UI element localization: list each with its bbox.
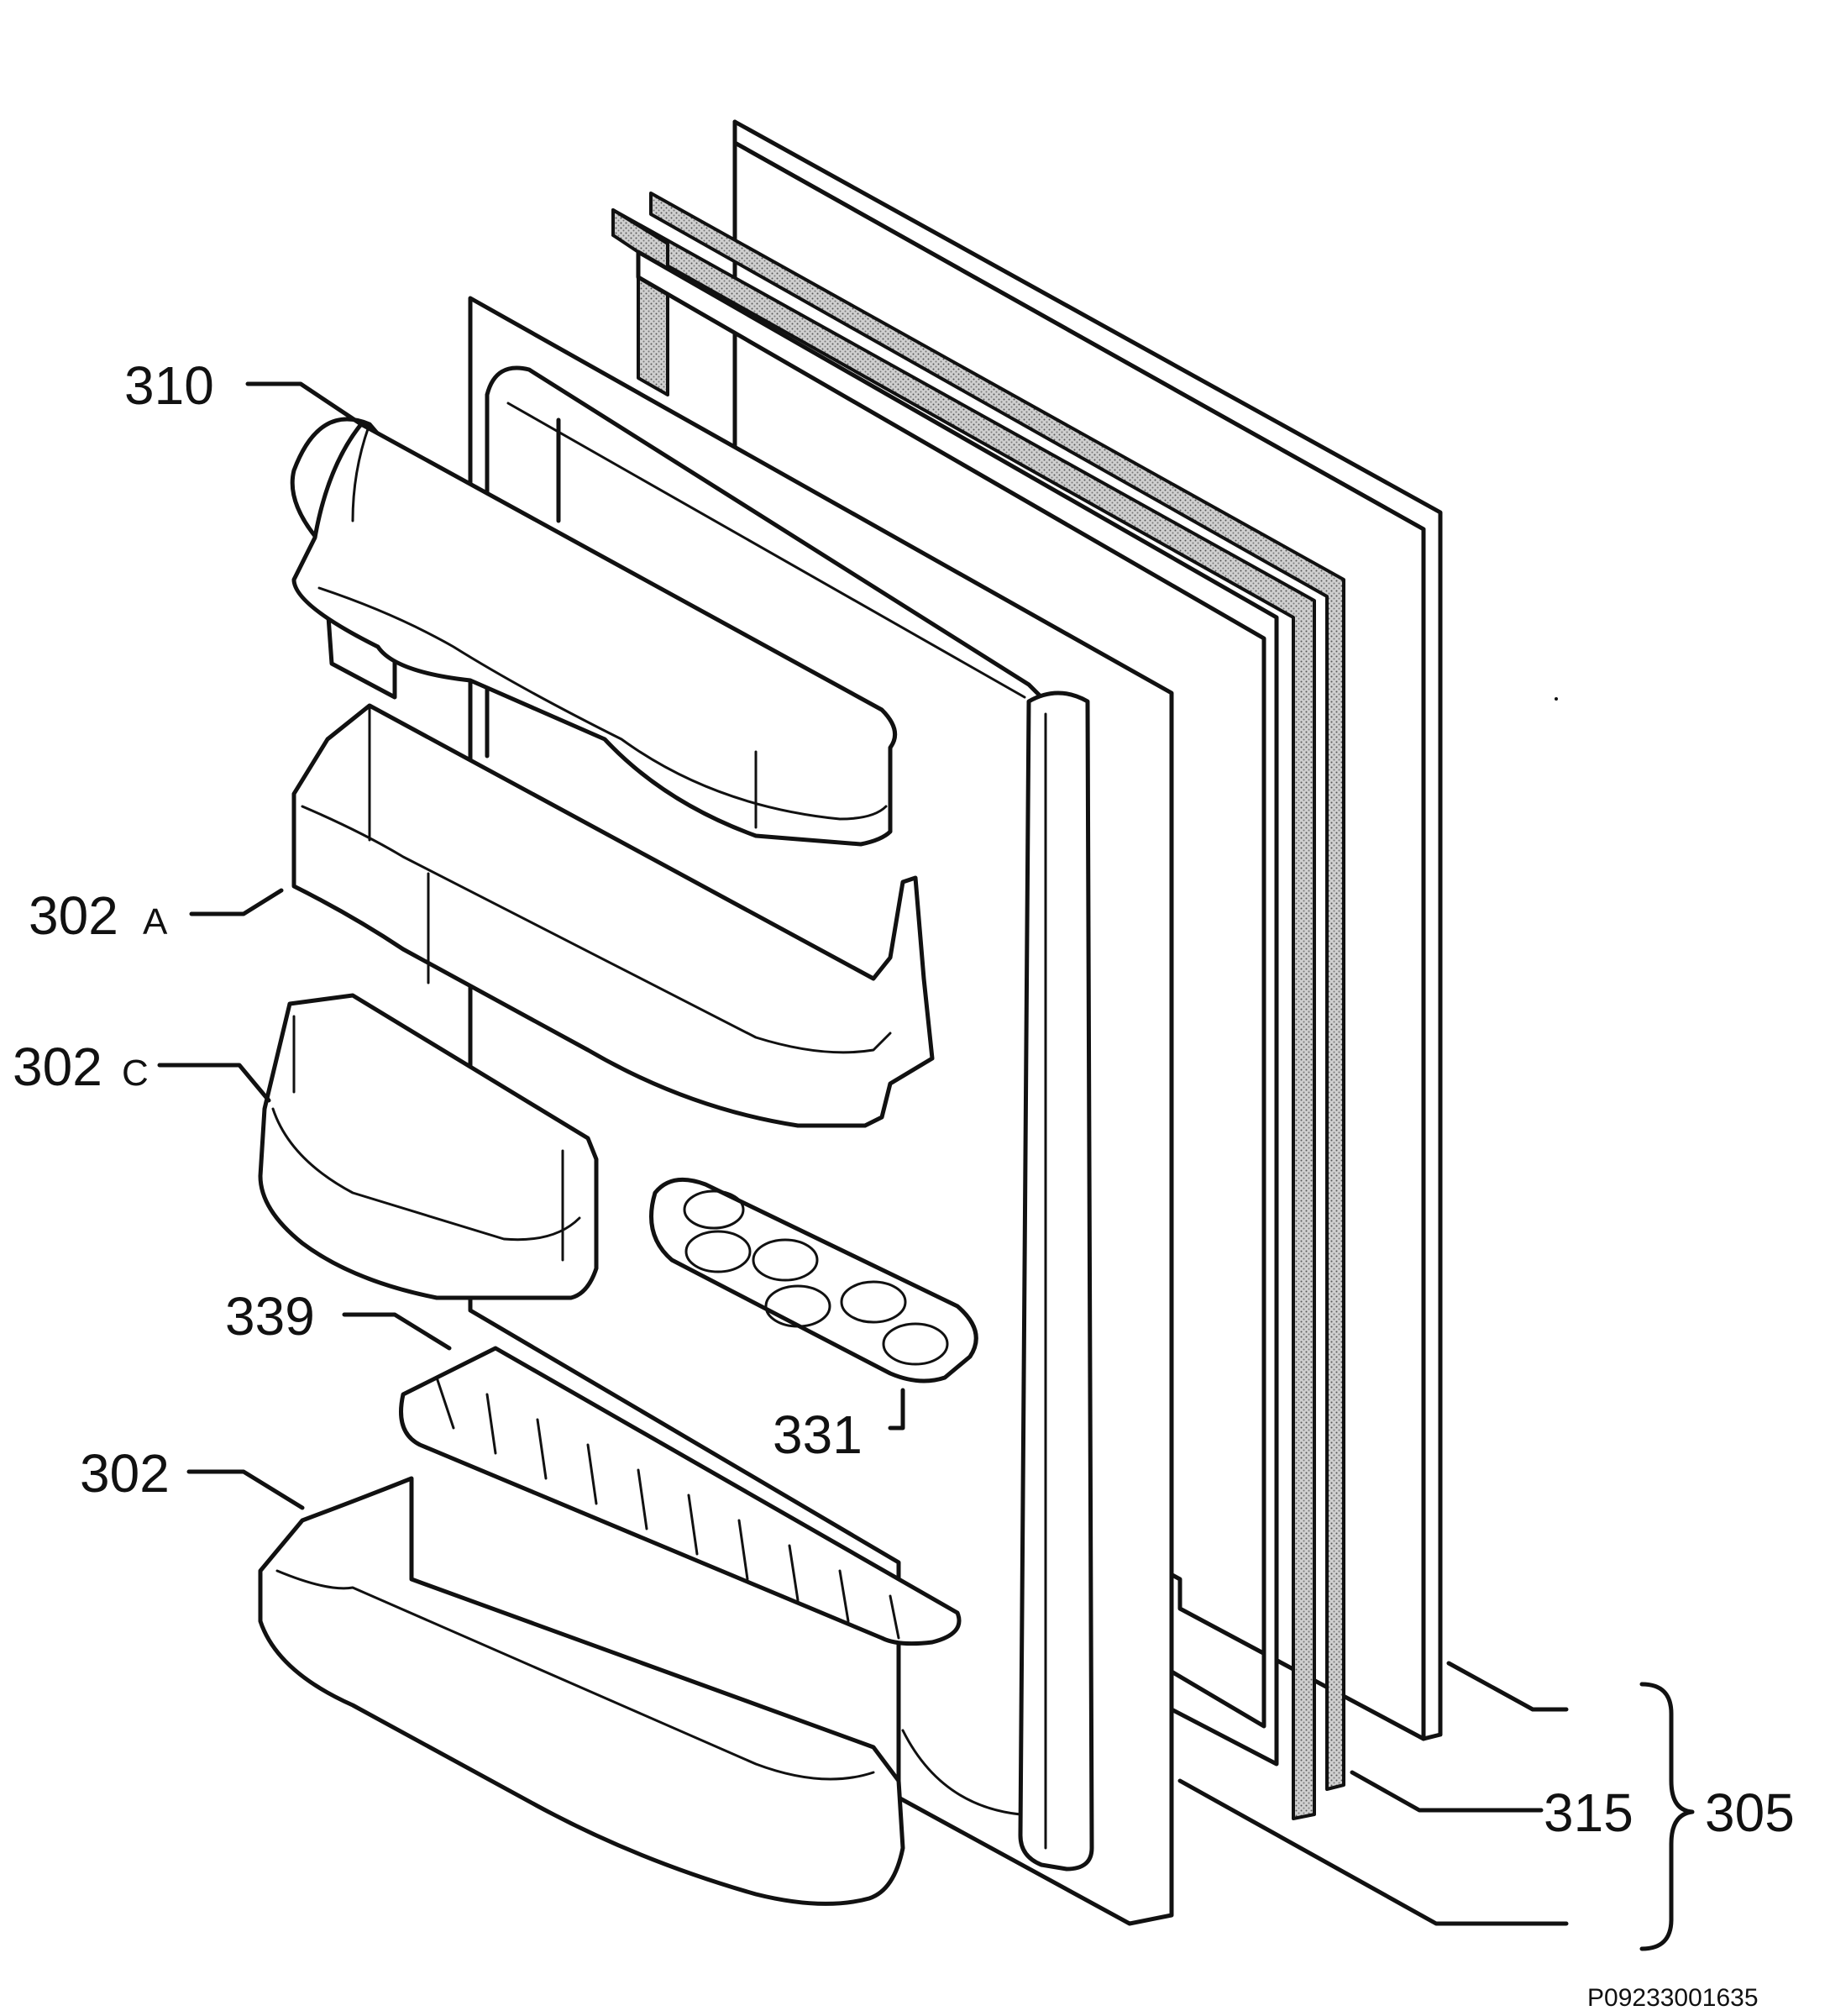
leader-339 (342, 1312, 452, 1351)
small-shelf-302c (258, 993, 599, 1300)
label-302a: 302 (29, 885, 118, 946)
leader-lines (157, 381, 1569, 1926)
leader-302a (189, 888, 284, 916)
dairy-compartment-310 (290, 417, 898, 847)
label-339: 339 (225, 1286, 315, 1347)
egg-tray-331 (649, 1177, 978, 1383)
door-shelf-302a (291, 703, 935, 1128)
label-302a-suffix: A (143, 901, 168, 942)
leader-liner (1177, 1778, 1569, 1926)
leader-331 (888, 1388, 905, 1431)
label-310: 310 (124, 355, 214, 416)
leader-315 (1350, 1770, 1544, 1813)
leader-302 (186, 1469, 305, 1510)
label-302c: 302 (13, 1037, 102, 1097)
brace-305 (1639, 1682, 1695, 1951)
drawing-code: P09233001635 (1587, 1984, 1759, 2012)
bottom-shelf-302 (258, 1476, 905, 1906)
label-302c-suffix: C (122, 1053, 149, 1094)
stray-dot (1555, 697, 1558, 701)
bottle-rack-339 (399, 1346, 962, 1646)
label-331: 331 (773, 1404, 863, 1465)
label-305: 305 (1705, 1782, 1795, 1843)
leader-302c (157, 1063, 271, 1103)
leader-outer-panel (1446, 1661, 1569, 1712)
label-315: 315 (1544, 1782, 1633, 1843)
leader-310 (245, 381, 364, 427)
label-302: 302 (80, 1443, 170, 1504)
